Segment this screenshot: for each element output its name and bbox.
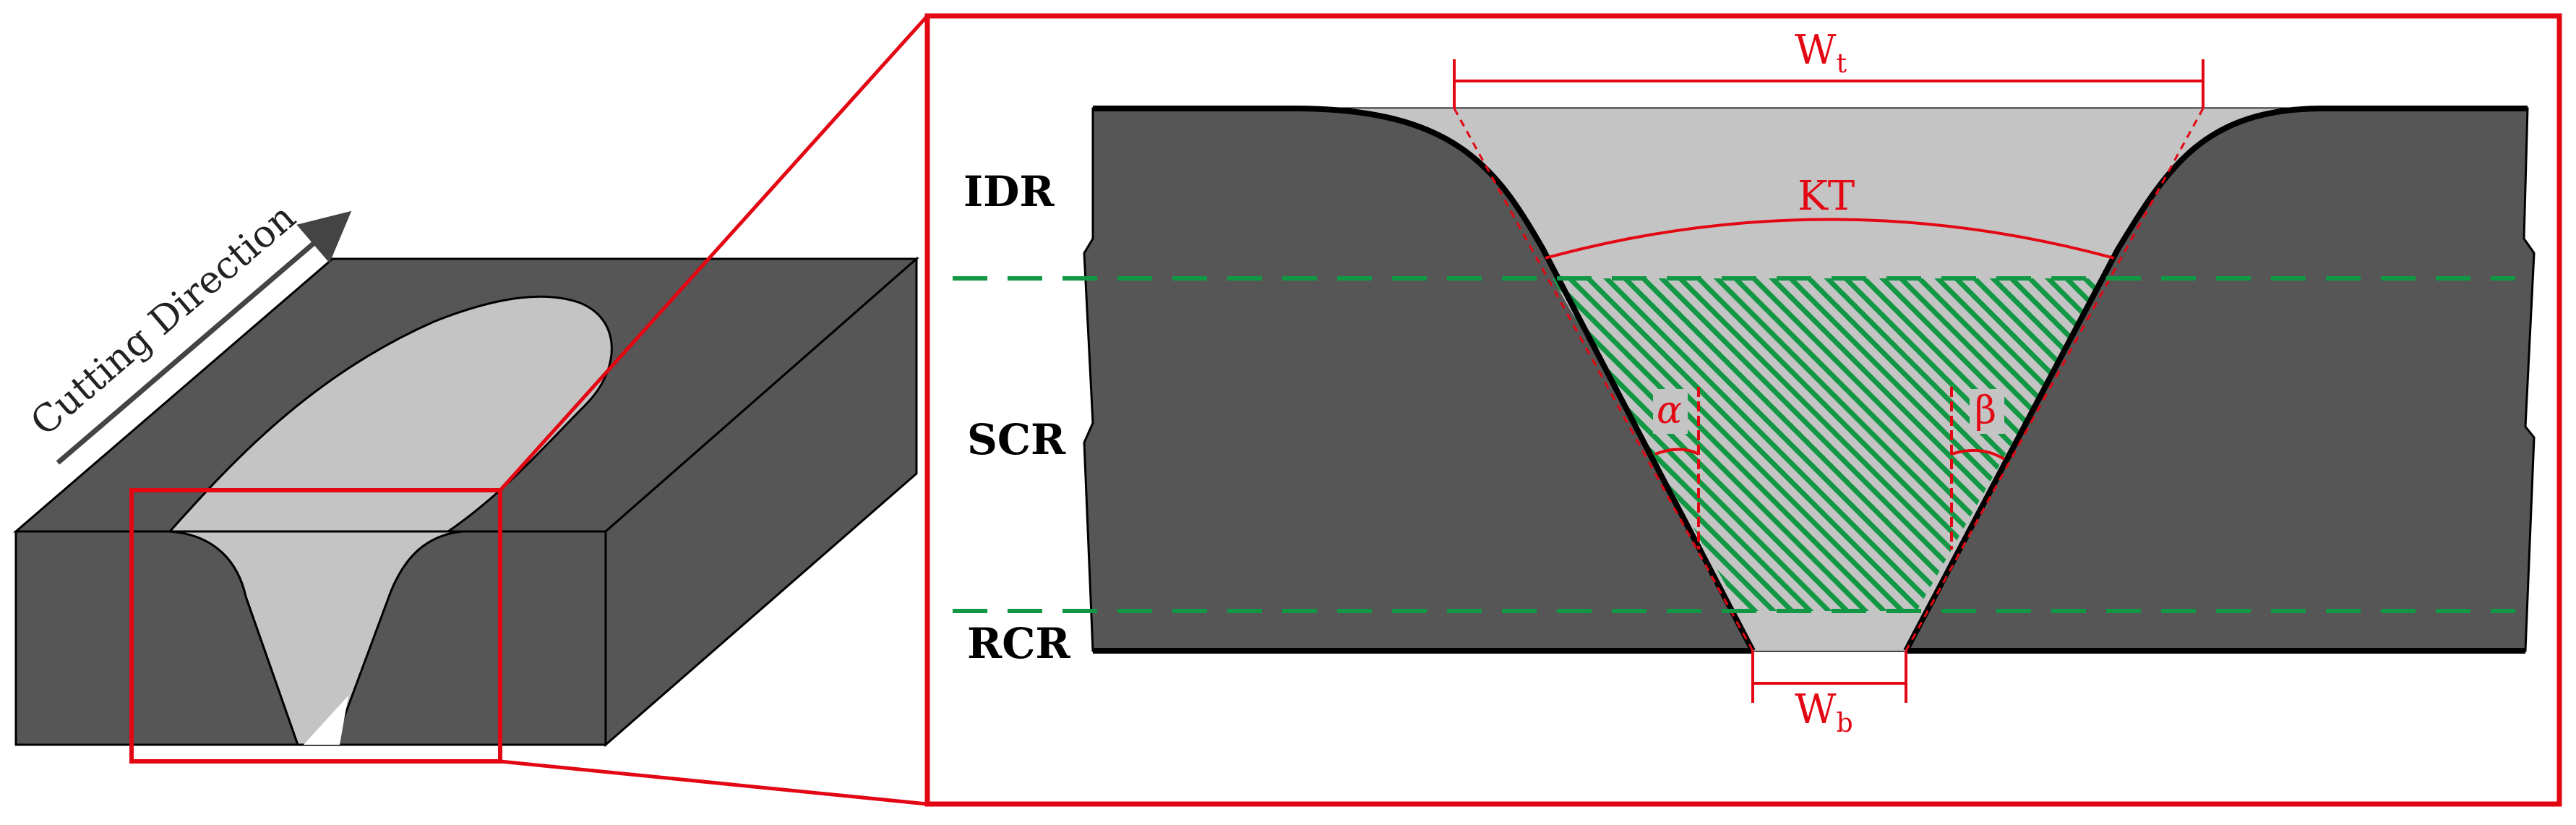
alpha-angle: α <box>1653 387 1700 550</box>
zoom-connector-top <box>499 14 929 492</box>
top-width-dimension: Wt <box>1453 27 2204 108</box>
region-label-idr: IDR <box>963 167 1055 216</box>
cutting-direction-arrow <box>56 210 352 465</box>
region-label-rcr: RCR <box>967 619 1070 668</box>
zoom-region-box <box>129 488 502 764</box>
beta-label: β <box>1975 389 1996 432</box>
bottom-width-dimension: Wb <box>1751 651 1907 738</box>
kerf-taper-annotation: KT <box>1545 173 2115 260</box>
bottom-width-label: Wb <box>1795 686 1853 738</box>
beta-angle: β <box>1950 387 2006 550</box>
scr-hatched-area <box>1553 278 2105 611</box>
kerf-edge-left <box>1093 106 1756 652</box>
kerf-groove-top <box>167 295 613 533</box>
workpiece-3d-view: Cutting Direction <box>12 195 919 764</box>
top-width-label: Wt <box>1795 27 1847 79</box>
kerf-taper-label: KT <box>1798 173 1855 220</box>
kerf-edge-right <box>1903 106 2528 652</box>
kerf-detail-view: IDR SCR RCR Wt KT α β <box>924 13 2562 807</box>
kerf-bottom-notch <box>298 696 348 745</box>
region-label-scr: SCR <box>967 415 1066 464</box>
kerf-left-wall <box>14 530 300 746</box>
alpha-label: α <box>1657 389 1682 432</box>
zoom-connector-bottom <box>499 759 928 806</box>
